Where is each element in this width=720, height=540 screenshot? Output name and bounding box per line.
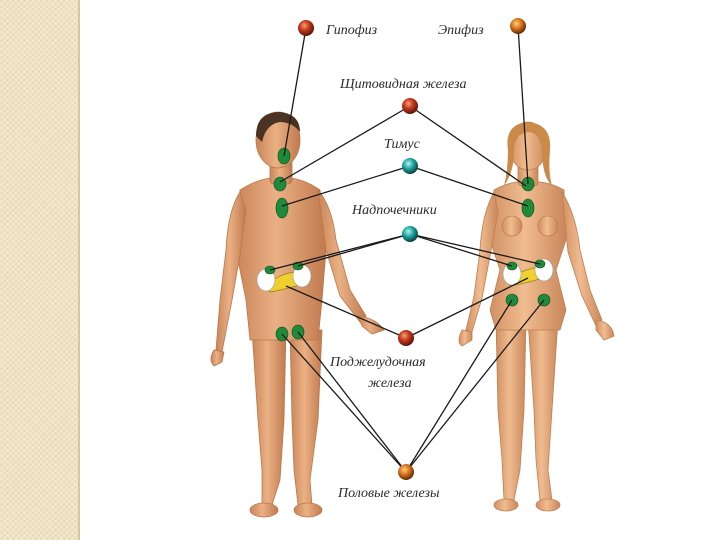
female-thymus-gland — [521, 198, 535, 218]
male-hair — [256, 112, 300, 142]
label-pituitary: Гипофиз — [326, 23, 378, 38]
label-thymus: Тимус — [384, 137, 420, 152]
label-pancreas-line1: Поджелудочная — [330, 355, 426, 370]
male-thymus-gland — [275, 197, 289, 219]
thymus-marker-dot — [402, 158, 418, 174]
pancreas-marker-dot — [398, 330, 414, 346]
decorative-side-strip — [0, 0, 80, 540]
thyroid-marker-dot — [402, 98, 418, 114]
female-figure — [458, 121, 615, 512]
label-pancreas-line2: железа — [368, 376, 412, 391]
label-thyroid: Щитовидная железа — [340, 77, 467, 92]
label-adrenal: Надпочечники — [352, 203, 437, 218]
pituitary-marker-dot — [298, 20, 314, 36]
male-figure — [210, 111, 385, 518]
gonads-marker-dot — [398, 464, 414, 480]
pineal-marker-dot — [510, 18, 526, 34]
label-gonads: Половые железы — [338, 486, 440, 501]
adrenal-marker-dot — [402, 226, 418, 242]
female-hair — [504, 122, 552, 186]
connector-lines — [269, 25, 545, 473]
label-pineal: Эпифиз — [438, 23, 484, 38]
